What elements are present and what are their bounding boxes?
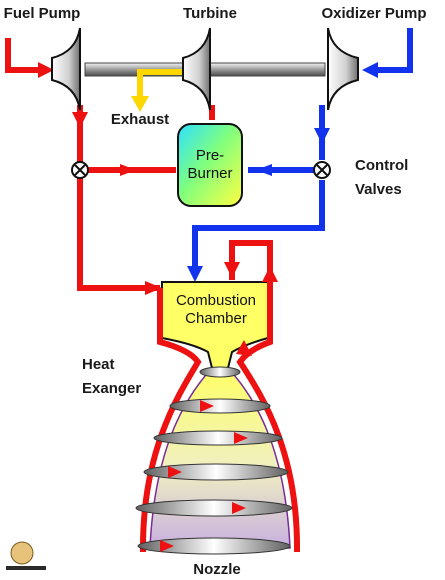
oxidizer-control-valve-icon	[313, 161, 331, 179]
preburner-label-2: Burner	[187, 165, 232, 182]
heat-exchanger-label-1: Heat	[82, 356, 115, 373]
coolant-up-arrow	[262, 266, 278, 282]
heat-exchanger-arrows	[160, 400, 248, 552]
turbine-icon	[182, 27, 211, 111]
oxidizer-inlet-arrow	[362, 62, 378, 78]
oxidizer-to-preburner-arrow	[256, 164, 272, 176]
fuel-control-valve-icon	[71, 161, 89, 179]
exhaust-arrow	[131, 96, 149, 112]
chamber-label-1: Combustion	[176, 292, 256, 309]
chamber-label-2: Chamber	[185, 310, 247, 327]
fuel-down-arrow	[72, 112, 88, 128]
cooling-jacket-lines	[139, 240, 301, 553]
control-valves-label-1: Control	[355, 157, 408, 174]
fuel-pump-label: Fuel Pump	[4, 5, 81, 22]
exhaust-flow	[137, 69, 183, 98]
exhaust-label: Exhaust	[111, 111, 169, 128]
preburner	[177, 123, 243, 207]
coolant-throat-arrow	[236, 340, 252, 356]
oxidizer-to-chamber-arrow	[187, 266, 203, 282]
heat-exchanger-bands	[135, 366, 293, 555]
preburner-label-1: Pre-	[196, 147, 224, 164]
fuel-pump-icon	[51, 27, 81, 111]
oxidizer-down-arrow	[314, 128, 330, 144]
heat-exchanger-label-2: Exanger	[82, 380, 141, 397]
fuel-to-cooling-arrow	[145, 281, 162, 295]
control-valves-label-2: Valves	[355, 181, 402, 198]
nozzle-label: Nozzle	[193, 561, 241, 578]
nozzle-bell	[149, 367, 291, 549]
fuel-inlet-arrow	[38, 62, 54, 78]
watermark-logo	[6, 541, 46, 570]
turbine-label: Turbine	[183, 5, 237, 22]
coolant-to-chamber-arrow	[224, 262, 240, 278]
oxidizer-pump-label: Oxidizer Pump	[321, 5, 426, 22]
fuel-to-preburner-arrow	[120, 164, 136, 176]
oxidizer-pump-icon	[327, 27, 359, 111]
